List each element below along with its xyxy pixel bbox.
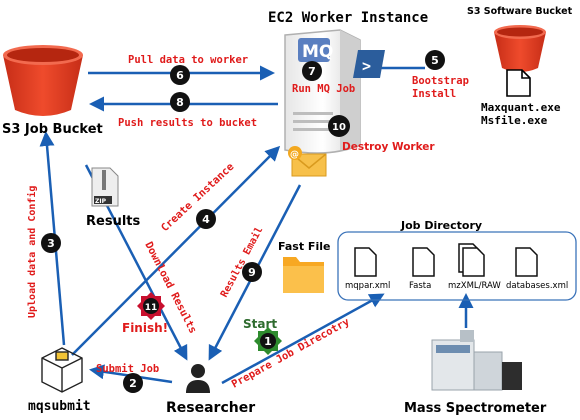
- arrow-create-instance: [71, 145, 281, 356]
- zip-label: ZIP: [95, 198, 107, 205]
- job-directory-box: [337, 231, 577, 301]
- svg-text:@: @: [290, 150, 299, 160]
- document-icon: [506, 69, 531, 97]
- mqsubmit-label: mqsubmit: [28, 399, 91, 414]
- email-icon: @: [288, 146, 327, 177]
- software-file-maxquant: Maxquant.exe: [481, 101, 561, 114]
- label-push-results: Push results to bucket: [118, 117, 257, 129]
- s3-software-bucket-label: S3 Software Bucket: [467, 6, 573, 17]
- step-badge-3: 3: [41, 233, 61, 253]
- svg-text:10: 10: [332, 122, 346, 133]
- file-fasta: Fasta: [409, 281, 431, 291]
- label-submit-job: Submit Job: [96, 363, 159, 375]
- label-bootstrap: Bootstrap: [412, 75, 469, 87]
- arrow-prepare-job: [221, 293, 385, 385]
- svg-text:3: 3: [47, 237, 55, 250]
- folder-icon: [283, 257, 324, 293]
- svg-text:6: 6: [176, 69, 184, 82]
- label-destroy-worker: Destroy Worker: [342, 141, 435, 153]
- results-label: Results: [86, 214, 140, 229]
- mass-spectrometer-label: Mass Spectrometer: [404, 401, 547, 416]
- svg-text:4: 4: [202, 213, 210, 226]
- file-databases: databases.xml: [506, 281, 568, 291]
- svg-text:1: 1: [264, 335, 272, 348]
- svg-text:5: 5: [431, 54, 439, 67]
- svg-text:7: 7: [308, 65, 316, 78]
- job-directory-label: Job Directory: [400, 219, 482, 232]
- maxquant-logo: MQ: [298, 38, 333, 62]
- label-finish: Finish!: [122, 321, 168, 335]
- label-results-email: Results Email: [218, 225, 265, 300]
- ec2-worker-label: EC2 Worker Instance: [268, 10, 428, 26]
- file-mzxml-raw: mzXML/RAW: [448, 281, 501, 291]
- step-badge-2: 2: [123, 373, 143, 393]
- step-badge-9: 9: [242, 262, 262, 282]
- s3-software-bucket-icon: [494, 25, 546, 72]
- step-badge-1: 1: [254, 327, 282, 355]
- label-pull-data: Pull data to worker: [128, 54, 248, 66]
- label-upload: Upload data and Config: [26, 186, 38, 318]
- svg-text:2: 2: [129, 377, 137, 390]
- zip-file-icon: ZIP: [91, 167, 119, 207]
- software-file-msfile: Msfile.exe: [481, 114, 548, 127]
- step-badge-7: 7: [302, 61, 322, 81]
- svg-text:9: 9: [248, 266, 256, 279]
- step-badges: 6 8 7 5 10 3 4 9 2 1 11: [41, 50, 445, 393]
- svg-text:11: 11: [145, 303, 158, 313]
- label-start: Start: [243, 317, 277, 331]
- step-badge-4: 4: [196, 209, 216, 229]
- step-badge-5: 5: [425, 50, 445, 70]
- powershell-icon: >: [353, 50, 385, 78]
- step-badge-11: 11: [137, 292, 165, 320]
- step-badge-6: 6: [170, 65, 190, 85]
- label-run-mq: Run MQ Job: [292, 83, 355, 95]
- job-file-icons: [354, 243, 538, 277]
- s3-job-bucket-icon: [3, 45, 83, 116]
- label-install: Install: [412, 88, 456, 100]
- s3-job-bucket-label: S3 Job Bucket: [2, 122, 103, 137]
- researcher-label: Researcher: [166, 400, 255, 416]
- fast-file-label: Fast File: [278, 240, 330, 253]
- step-badge-8: 8: [170, 92, 190, 112]
- mass-spectrometer-icon: [431, 330, 522, 391]
- file-mqpar: mqpar.xml: [345, 281, 390, 291]
- researcher-icon: [186, 364, 210, 393]
- mq-logo-text: MQ: [302, 42, 333, 62]
- step-badge-10: 10: [328, 115, 350, 137]
- mqsubmit-icon: [41, 347, 83, 393]
- svg-text:>: >: [362, 57, 371, 75]
- svg-text:8: 8: [176, 96, 184, 109]
